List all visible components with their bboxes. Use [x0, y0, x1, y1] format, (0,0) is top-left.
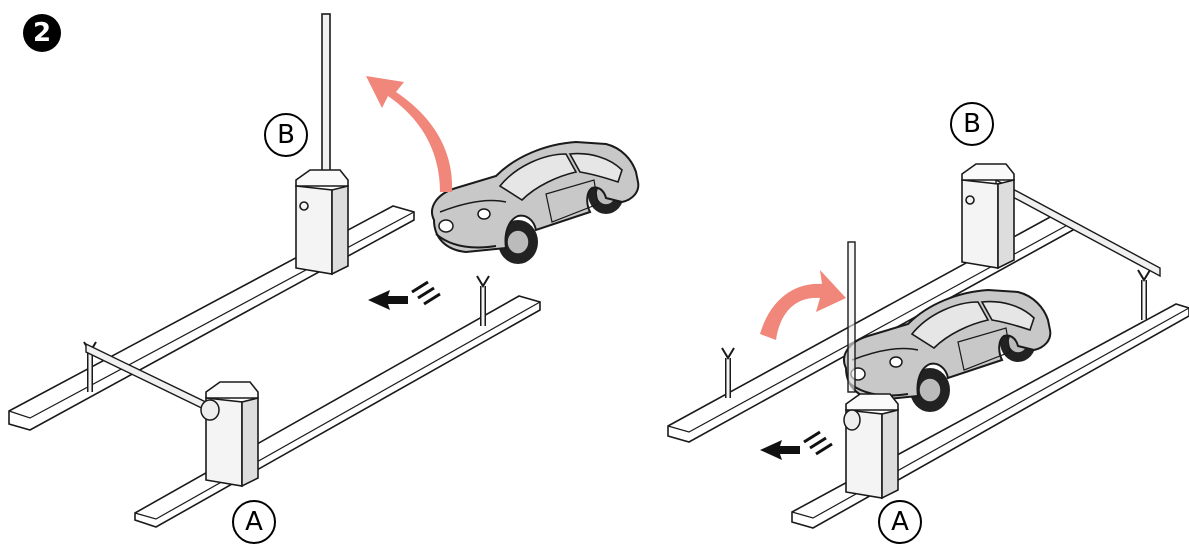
label-a: A: [232, 500, 276, 544]
curved-arrow-down: [760, 270, 846, 340]
barrier-cabinet-b: [296, 170, 348, 274]
scene-right: [668, 164, 1189, 528]
boom-closed: [996, 180, 1160, 276]
curved-arrow-up: [366, 76, 452, 192]
direction-arrow-left: [368, 282, 440, 310]
car-left: [432, 142, 638, 264]
direction-arrow-left: [760, 432, 832, 460]
scene-left: [9, 14, 638, 527]
boom-raised: [322, 14, 330, 176]
barrier-cabinet-a: [206, 382, 258, 486]
label-b: B: [950, 102, 994, 146]
step-number-badge: 2: [23, 14, 61, 52]
label-b: B: [264, 113, 308, 157]
barrier-cabinet-b: [962, 164, 1014, 268]
label-a: A: [878, 500, 922, 544]
boom-raised: [848, 242, 855, 392]
